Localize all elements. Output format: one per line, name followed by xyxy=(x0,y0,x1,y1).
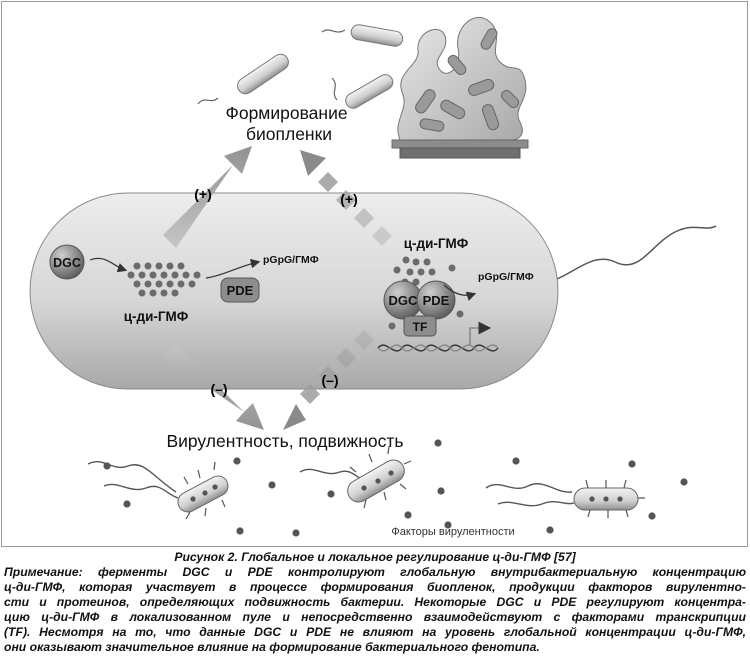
cdigmp-global-pool xyxy=(127,262,201,297)
swimming-bacteria xyxy=(197,24,404,109)
transcription-start-arrow xyxy=(469,321,492,345)
tf-local-label: TF xyxy=(413,320,428,334)
virulence-label: Вирулентность, подвижность xyxy=(166,431,403,451)
dna-helix xyxy=(377,344,499,352)
biofilm-label: Формирование биопленки xyxy=(226,103,353,144)
virulence-factor-dots xyxy=(103,439,688,537)
motile-bacteria xyxy=(87,445,645,520)
dgc-local-label: DGC xyxy=(389,293,419,308)
plus-left-label: (+) xyxy=(194,186,212,202)
arrow-local-to-pgpg xyxy=(443,284,477,301)
plus-right-label: (+) xyxy=(340,191,358,207)
pde-local-label: PDE xyxy=(423,293,450,308)
arrow-global-to-biofilm xyxy=(163,146,252,248)
minus-right-label: (–) xyxy=(321,372,338,388)
diagram: Формирование биопленки (+) (+) (–) (–) D… xyxy=(29,16,717,538)
arrow-local-to-virulence xyxy=(283,330,374,430)
arrow-pool-to-pgpg-global xyxy=(205,258,261,279)
arrow-local-to-biofilm xyxy=(300,150,392,246)
caption-line-6: они оказывают значительное влияние на фо… xyxy=(4,640,540,654)
dgc-global-label: DGC xyxy=(53,256,81,270)
arrow-dgc-to-pool xyxy=(89,257,128,273)
biofilm-structure xyxy=(391,16,529,159)
pgpg-local-label: pGpG/ГМФ xyxy=(478,271,534,283)
bacterial-cell xyxy=(29,192,559,390)
arrow-global-to-virulence xyxy=(163,344,264,430)
pde-global-label: PDE xyxy=(227,283,254,298)
figure-caption-title: Рисунок 2. Глобальное и локальное регули… xyxy=(174,550,576,564)
cdigmp-global-label: ц-ди-ГМФ xyxy=(124,309,189,324)
caption-line-4: цию ц-ди-ГМФ в локализованном пуле и неп… xyxy=(4,610,746,624)
caption-line-5: (TF). Несмотря на то, что данные DGC и P… xyxy=(4,625,746,639)
virulence-factors-label: Факторы вирулентности xyxy=(391,526,514,538)
pgpg-global-label: pGpG/ГМФ xyxy=(263,254,319,266)
tf-local xyxy=(403,315,437,337)
figure-caption-note: Примечание: ферменты DGC и PDE контролир… xyxy=(4,565,746,655)
cdigmp-local-label: ц-ди-ГМФ xyxy=(404,236,469,251)
minus-left-label: (–) xyxy=(210,381,227,397)
caption-line-3: сти и протеинов, определяющих подвижност… xyxy=(4,595,746,609)
caption-line-1: Примечание: ферменты DGC и PDE контролир… xyxy=(4,565,746,579)
pde-global xyxy=(220,277,260,303)
dgc-global xyxy=(49,244,85,280)
flagellum-main xyxy=(539,225,717,285)
caption-line-2: ц-ди-ГМФ, которая участвует в процессе ф… xyxy=(4,580,746,594)
